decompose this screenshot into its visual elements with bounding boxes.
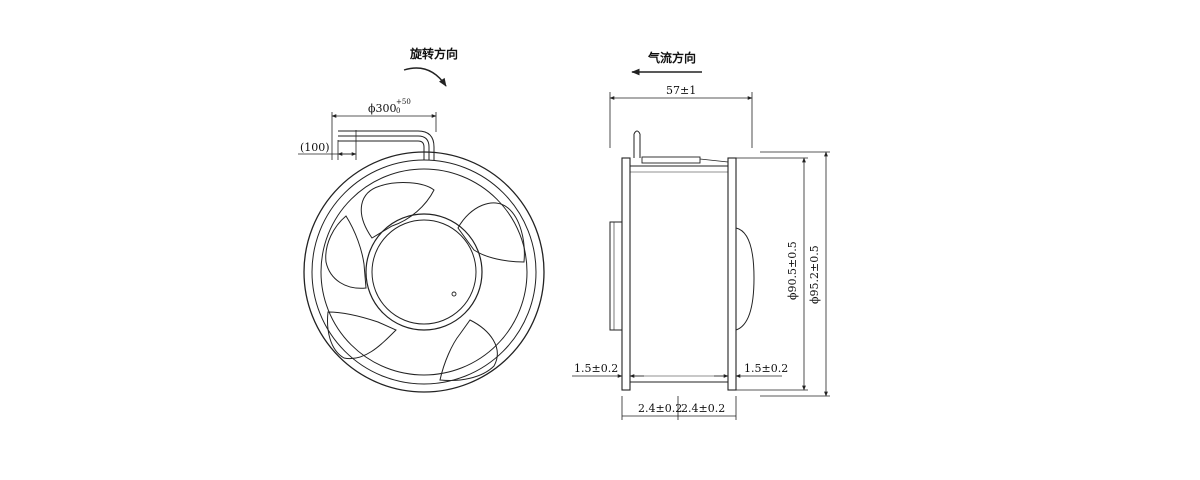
outer-diameter-label: ϕ95.2±0.5 xyxy=(808,245,821,304)
lead-length-label: ϕ300 xyxy=(368,102,397,115)
front-view: 旋转方向 ϕ300 +50 0 (100) xyxy=(298,46,545,393)
lead-wire xyxy=(338,130,435,160)
flange-right-dimension: 1.5±0.2 xyxy=(714,362,788,378)
flange-left-label: 1.5±0.2 xyxy=(574,362,618,375)
hub-mark xyxy=(451,291,457,297)
gap-dimensions: 2.4±0.2 2.4±0.2 xyxy=(621,396,737,420)
fan-blade xyxy=(439,319,498,381)
depth-label: 57±1 xyxy=(666,84,696,97)
strip-length-dimension: (100) xyxy=(298,130,357,160)
inner-diameter-label: ϕ90.5±0.5 xyxy=(786,241,799,300)
gap-right-label: 2.4±0.2 xyxy=(681,402,725,415)
housing-venturi-ring xyxy=(320,168,528,376)
rotation-arrow xyxy=(403,67,447,87)
strip-length-label: (100) xyxy=(300,141,330,154)
depth-dimension: 57±1 xyxy=(609,84,753,148)
hub-outer xyxy=(365,213,483,331)
housing-outer-ring xyxy=(303,151,545,393)
fan-blade xyxy=(327,311,397,360)
side-view: 气流方向 57±1 xyxy=(572,50,830,420)
airflow-direction-label: 气流方向 xyxy=(647,50,696,65)
flange-right-label: 1.5±0.2 xyxy=(744,362,788,375)
lead-length-tolerance-lower: 0 xyxy=(396,107,400,115)
fan-blade xyxy=(457,202,525,263)
inner-diameter-dimension: ϕ90.5±0.5 xyxy=(736,157,808,391)
fan-body-side xyxy=(609,130,755,391)
rotation-direction-label: 旋转方向 xyxy=(409,46,458,61)
fan-blades xyxy=(325,182,525,381)
hub-inner xyxy=(371,219,477,325)
lead-length-tolerance-upper: +50 xyxy=(396,98,411,106)
fan-blade xyxy=(360,182,435,239)
flange-left-dimension: 1.5±0.2 xyxy=(572,362,644,378)
lead-length-dimension: ϕ300 +50 0 xyxy=(331,98,437,160)
gap-left-label: 2.4±0.2 xyxy=(638,402,682,415)
fan-blade xyxy=(325,215,367,289)
housing-inner-ring xyxy=(311,159,537,385)
outer-diameter-dimension: ϕ95.2±0.5 xyxy=(760,151,830,397)
